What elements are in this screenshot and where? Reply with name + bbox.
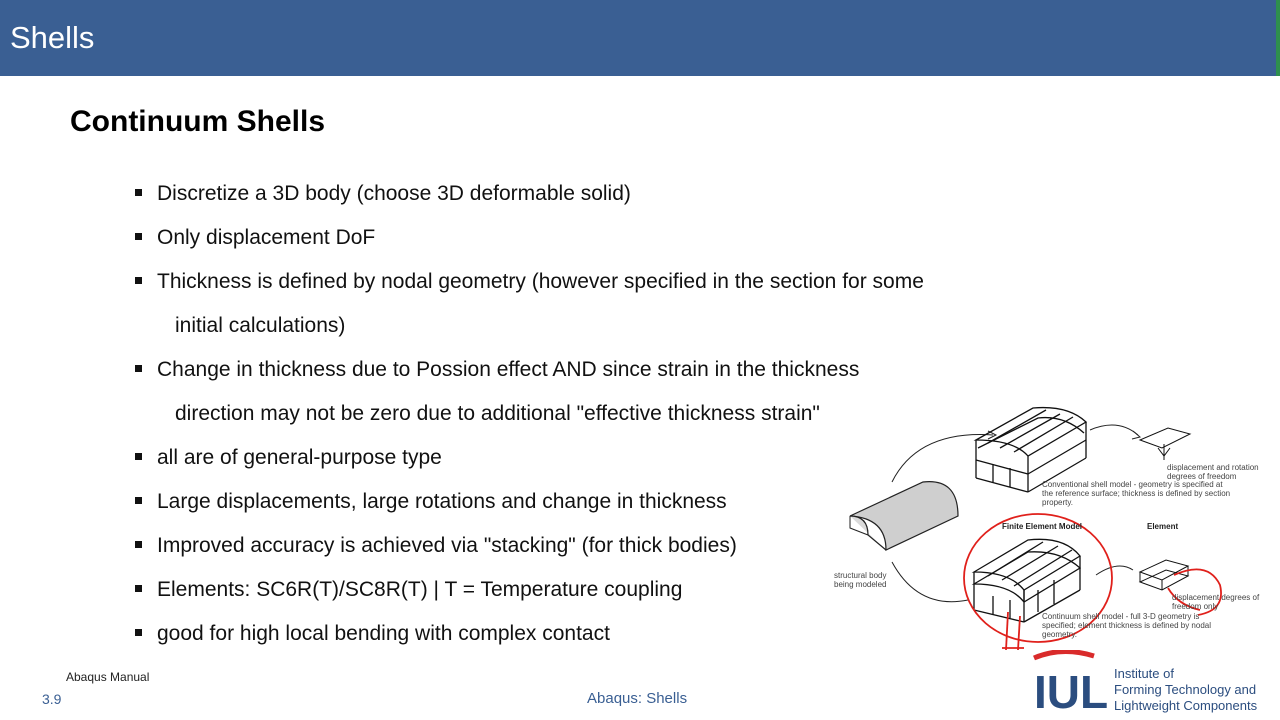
bullet-text: Thickness is defined by nodal geometry (… xyxy=(157,270,924,293)
conventional-shell-mesh xyxy=(973,406,1088,493)
bullet-item: Large displacements, large rotations and… xyxy=(133,480,1053,524)
continuum-element xyxy=(1138,559,1190,591)
conventional-model-label: Conventional shell model - geometry is s… xyxy=(1042,480,1231,507)
iul-logo: IUL Institute of Forming Technology and … xyxy=(1032,649,1280,718)
logo-line-2: Forming Technology and xyxy=(1114,682,1257,697)
source-note: Abaqus Manual xyxy=(66,670,150,684)
bullet-text: Elements: SC6R(T)/SC8R(T) | T = Temperat… xyxy=(157,578,683,601)
bullet-text: Discretize a 3D body (choose 3D deformab… xyxy=(157,182,631,205)
square-bullet-icon xyxy=(135,629,142,636)
structural-body-label: structural body being modeled xyxy=(834,571,887,589)
bullet-item: Change in thickness due to Possion effec… xyxy=(133,348,1053,436)
bullet-text: Large displacements, large rotations and… xyxy=(157,490,727,513)
bullet-item: Thickness is defined by nodal geometry (… xyxy=(133,260,1053,348)
displacement-only-label: displacement degrees of freedom only xyxy=(1172,593,1260,611)
header-bar xyxy=(0,0,1276,76)
element-heading: Element xyxy=(1147,522,1179,531)
bullet-text-continued: initial calculations) xyxy=(175,314,346,337)
diagram-drawing xyxy=(849,406,1222,651)
header-accent-edge xyxy=(1276,0,1280,76)
bullet-text: all are of general-purpose type xyxy=(157,446,442,469)
continuum-shell-mesh xyxy=(971,538,1082,623)
page-number: 3.9 xyxy=(42,691,62,707)
square-bullet-icon xyxy=(135,453,142,460)
continuum-model-label: Continuum shell model - full 3-D geometr… xyxy=(1042,612,1211,639)
red-annotation-marks xyxy=(963,513,1222,651)
bullet-text: Only displacement DoF xyxy=(157,226,376,249)
logo-acronym: IUL xyxy=(1034,666,1108,716)
iul-logo-mark: IUL xyxy=(1033,649,1108,718)
shell-model-diagram: structural body being modeled Convention… xyxy=(828,400,1280,655)
conventional-element xyxy=(1138,427,1192,460)
bullet-item: Improved accuracy is achieved via "stack… xyxy=(133,524,1053,568)
square-bullet-icon xyxy=(135,497,142,504)
square-bullet-icon xyxy=(135,541,142,548)
bullet-item: all are of general-purpose type xyxy=(133,436,1053,480)
logo-line-1: Institute of xyxy=(1114,666,1174,681)
square-bullet-icon xyxy=(135,233,142,240)
bullet-text: Improved accuracy is achieved via "stack… xyxy=(157,534,737,557)
section-title: Continuum Shells xyxy=(70,105,325,138)
square-bullet-icon xyxy=(135,189,142,196)
bullet-text: Change in thickness due to Possion effec… xyxy=(157,358,860,381)
bullet-item: Discretize a 3D body (choose 3D deformab… xyxy=(133,172,1053,216)
structural-body-shape xyxy=(849,481,959,551)
bullet-item: good for high local bending with complex… xyxy=(133,612,1053,656)
bullet-text-continued: direction may not be zero due to additio… xyxy=(175,402,820,425)
bullet-item: Elements: SC6R(T)/SC8R(T) | T = Temperat… xyxy=(133,568,1053,612)
bullet-text: good for high local bending with complex… xyxy=(157,622,610,645)
slide-title: Shells xyxy=(10,20,95,55)
finite-element-model-heading: Finite Element Model xyxy=(1002,522,1083,531)
square-bullet-icon xyxy=(135,585,142,592)
logo-line-3: Lightweight Components xyxy=(1114,698,1258,713)
displacement-rotation-label: displacement and rotation degrees of fre… xyxy=(1167,463,1259,481)
logo-text: Institute of Forming Technology and Ligh… xyxy=(1114,666,1257,714)
bullet-list: Discretize a 3D body (choose 3D deformab… xyxy=(133,172,1053,656)
square-bullet-icon xyxy=(135,277,142,284)
footer-title: Abaqus: Shells xyxy=(587,690,688,707)
bullet-item: Only displacement DoF xyxy=(133,216,1053,260)
square-bullet-icon xyxy=(135,365,142,372)
